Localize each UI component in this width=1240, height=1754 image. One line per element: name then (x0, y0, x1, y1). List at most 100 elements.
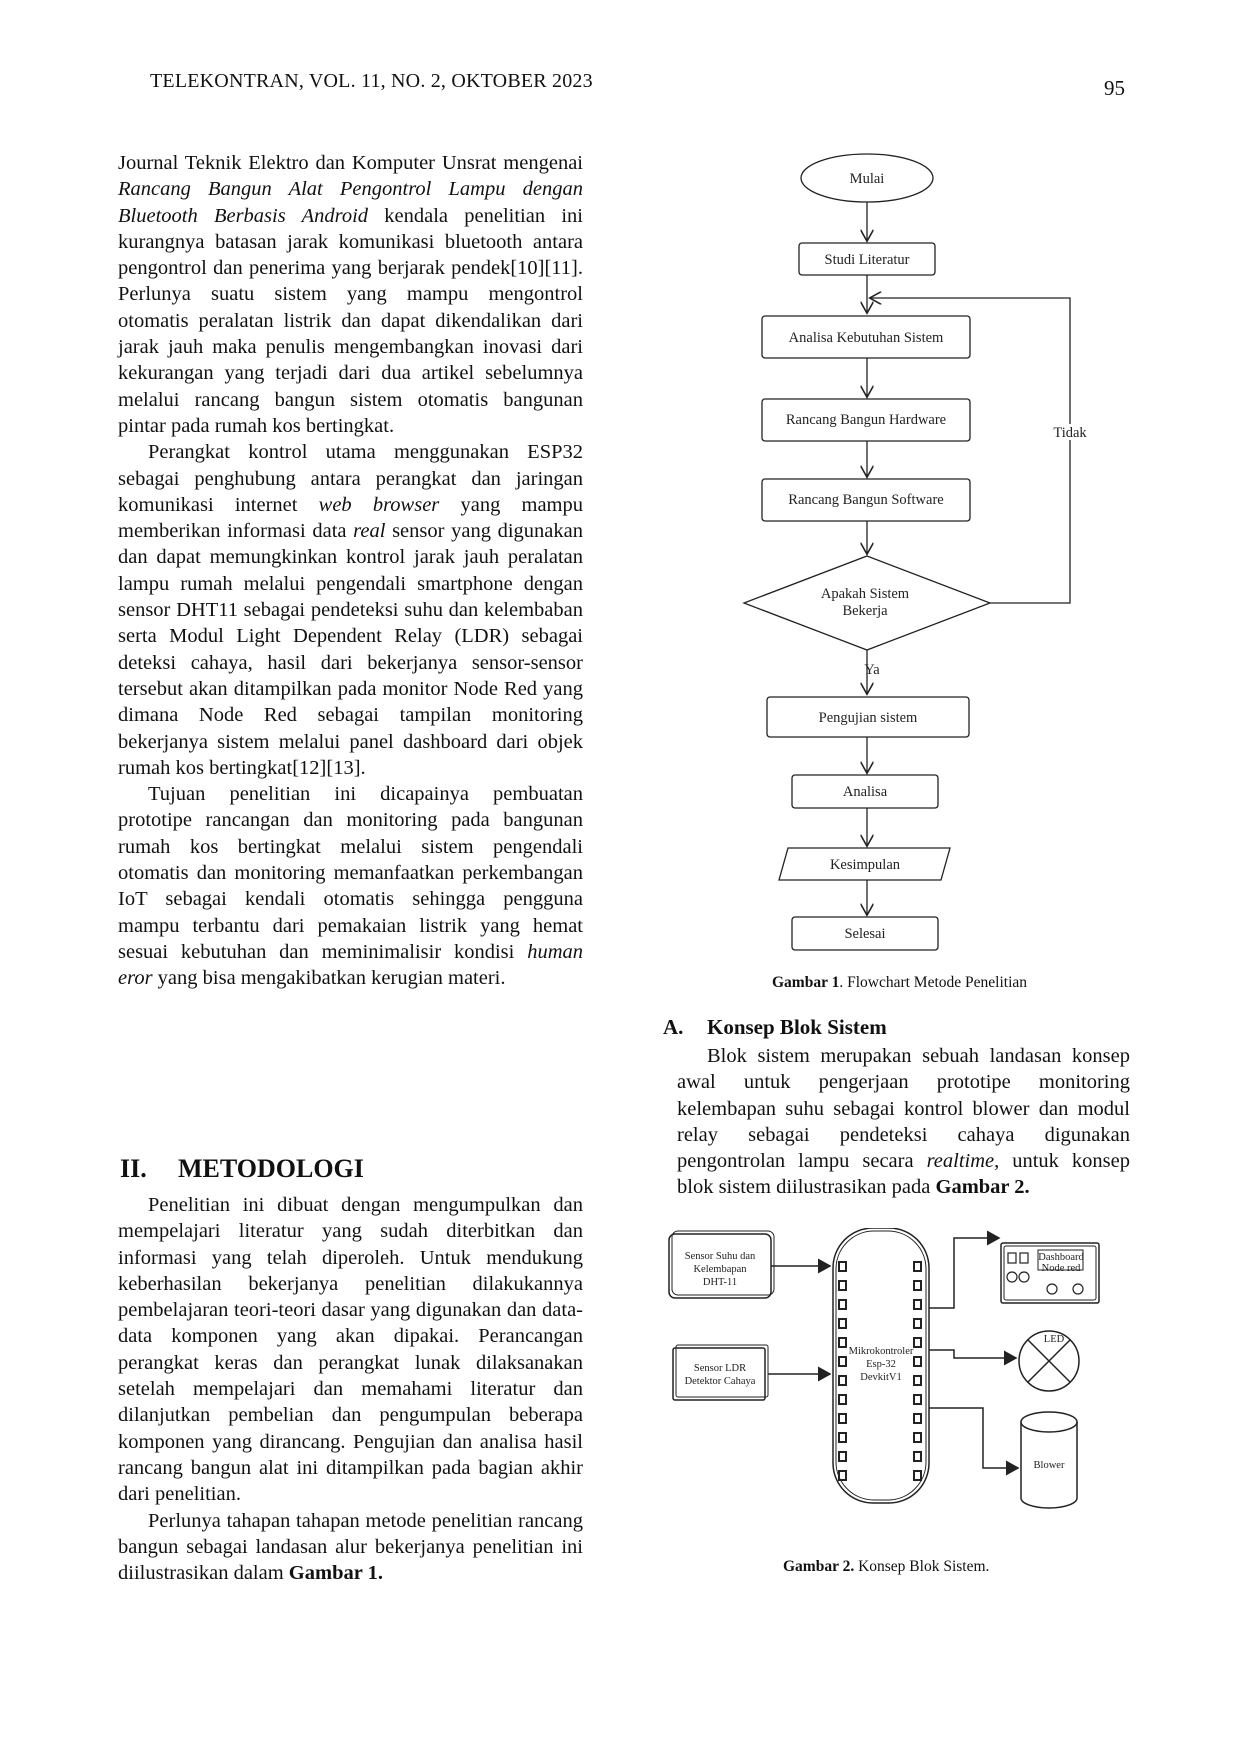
step-analisa-kebutuhan (761, 315, 971, 359)
mcu-pin (913, 1356, 922, 1367)
step-hardware (761, 398, 971, 442)
subsection-number: A. (663, 1015, 684, 1039)
esp32-block (832, 1227, 930, 1504)
subsection-paragraph: Blok sistem merupakan sebuah landasan ko… (677, 1043, 1130, 1201)
mcu-pin (913, 1318, 922, 1329)
p1-cited-title: Rancang Bangun Alat Pengontrol Lampu den… (118, 178, 583, 227)
no-label: Tidak (1053, 425, 1087, 441)
p1-text-b: kendala penelitian ini kurangnya batasan… (118, 204, 583, 437)
mcu-pin (838, 1337, 847, 1348)
figure1-text: . Flowchart Metode Penelitian (839, 974, 1028, 991)
dashboard-label-2: Node red (1042, 1263, 1082, 1274)
methodology-paragraph-2: Perlunya tahapan tahapan metode peneliti… (118, 1508, 583, 1587)
start-label: Mulai (850, 171, 885, 187)
running-header: TELEKONTRAN, VOL. 11, NO. 2, OKTOBER 202… (150, 70, 593, 92)
mcu-pin (838, 1451, 847, 1462)
mcu-pin (838, 1356, 847, 1367)
mcu-pin (913, 1451, 922, 1462)
page-number: 95 (1104, 76, 1125, 100)
mcu-pin (838, 1375, 847, 1386)
sub-p-text-a: Blok sistem merupakan sebuah landasan ko… (677, 1045, 1130, 1173)
decision-label-1: Apakah Sistem (821, 586, 910, 602)
p2-text-c: sensor yang digunakan dan dapat memungki… (118, 520, 583, 779)
mcu-pin (838, 1394, 847, 1405)
figure1-caption: Gambar 1. Flowchart Metode Penelitian (772, 974, 1027, 992)
subsection-heading: A.Konsep Blok Sistem (663, 1015, 887, 1040)
mcu-label-1: Mikrokontroler (849, 1346, 914, 1357)
section-title: METODOLOGI (178, 1154, 364, 1183)
mcu-pin (913, 1413, 922, 1424)
mcu-pin (913, 1470, 922, 1481)
mcu-to-dashboard-arrow (929, 1230, 1001, 1309)
mcu-pin (913, 1299, 922, 1310)
ldr-label-2: Detektor Cahaya (685, 1376, 756, 1387)
flowchart-svg: Mulai Studi Literatur Analisa Kebutuhan … (742, 153, 1090, 951)
step5-label: Pengujian sistem (819, 710, 918, 726)
dashboard-label-1: Dashboard (1038, 1252, 1084, 1263)
end-terminal (791, 916, 939, 951)
p3-text-b: yang bisa mengakibatkan kerugian materi. (152, 967, 506, 990)
methodology-text: Penelitian ini dibuat dengan mengumpulka… (118, 1192, 583, 1586)
step6-label: Analisa (843, 784, 888, 800)
step-kesimpulan (778, 847, 951, 881)
led-lamp-icon (1018, 1330, 1080, 1392)
p3-human-eror: human eror (118, 940, 583, 990)
left-column-text: Journal Teknik Elektro dan Komputer Unsr… (118, 150, 583, 992)
mcu-pin (838, 1413, 847, 1424)
mcu-pin (913, 1432, 922, 1443)
step1-label: Studi Literatur (825, 252, 910, 268)
flowchart-figure: Mulai Studi Literatur Analisa Kebutuhan … (735, 148, 1115, 963)
p2-real: real (353, 520, 386, 543)
sub-p-figure-ref: Gambar 2. (935, 1176, 1030, 1199)
ldr-label-1: Sensor LDR (694, 1363, 746, 1374)
p1-text-a: Journal Teknik Elektro dan Komputer Unsr… (118, 152, 583, 174)
figure2-text: Konsep Blok Sistem. (854, 1558, 990, 1575)
mcu-to-blower-arrow (929, 1407, 1020, 1476)
step-analisa (791, 774, 939, 809)
step2-label: Analisa Kebutuhan Sistem (789, 330, 944, 346)
figure2-label: Gambar 2. (783, 1558, 855, 1575)
mcu-pin (838, 1432, 847, 1443)
led-label: LED (1044, 1334, 1065, 1345)
loop-back-arrow (871, 298, 1071, 604)
dashboard-block (1000, 1242, 1100, 1304)
method-p2-text: Perlunya tahapan tahapan metode peneliti… (118, 1509, 583, 1585)
mcu-pin (913, 1394, 922, 1405)
mcu-pin (913, 1337, 922, 1348)
method-p2-figure-ref: Gambar 1. (288, 1562, 383, 1585)
mcu-pin (838, 1299, 847, 1310)
step-pengujian (766, 696, 970, 738)
dht-label-1: Sensor Suhu dan (685, 1251, 756, 1262)
step-software (761, 478, 971, 522)
mcu-pin (913, 1261, 922, 1272)
figure1-label: Gambar 1 (772, 974, 840, 991)
p2-text-b: yang mampu memberikan informasi data (118, 493, 583, 543)
mcu-pin (838, 1261, 847, 1272)
mcu-to-led-arrow (929, 1349, 1018, 1366)
mcu-pin (838, 1470, 847, 1481)
mcu-pin (838, 1280, 847, 1291)
p2-web-browser: web browser (318, 493, 440, 516)
section-number: II. (120, 1154, 147, 1183)
section-heading: II. METODOLOGI (120, 1154, 364, 1184)
mcu-label-2: Esp-32 (866, 1359, 896, 1370)
p2-text-a: Perangkat kontrol utama menggunakan ESP3… (118, 441, 583, 516)
dht-label-3: DHT-11 (703, 1277, 737, 1288)
ldr-sensor-block (672, 1347, 766, 1401)
mcu-pin (913, 1280, 922, 1291)
yes-label: Ya (864, 662, 880, 678)
step4-label: Rancang Bangun Software (788, 492, 943, 508)
block-diagram-figure: Sensor Suhu dan Kelembapan DHT-11 Sensor… (663, 1227, 1133, 1533)
paragraph-1: Journal Teknik Elektro dan Komputer Unsr… (118, 150, 583, 439)
blower-label: Blower (1034, 1460, 1065, 1471)
methodology-paragraph-1: Penelitian ini dibuat dengan mengumpulka… (118, 1194, 583, 1506)
blower-cylinder-top (1020, 1411, 1078, 1433)
step3-label: Rancang Bangun Hardware (786, 412, 946, 428)
p3-text-a: Tujuan penelitian ini dicapainya pembuat… (118, 783, 583, 963)
mcu-pin (838, 1318, 847, 1329)
blower-cylinder-body (1020, 1422, 1078, 1509)
paragraph-3: Tujuan penelitian ini dicapainya pembuat… (118, 781, 583, 991)
end-label: Selesai (844, 926, 885, 942)
figure2-caption: Gambar 2. Konsep Blok Sistem. (783, 1558, 989, 1576)
dht-label-2: Kelembapan (693, 1264, 747, 1275)
